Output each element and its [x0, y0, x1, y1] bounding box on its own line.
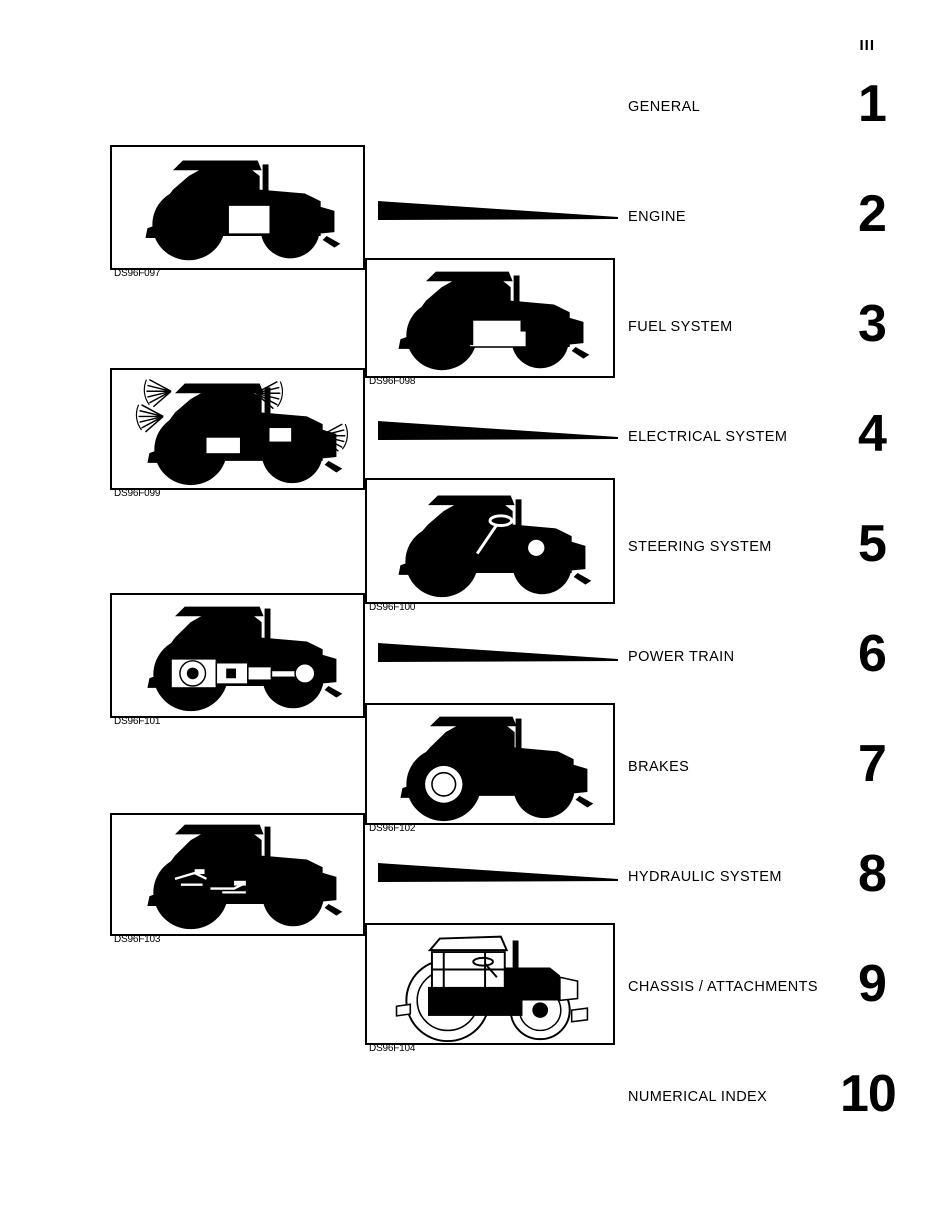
tractor-silhouette-brakes-art [367, 705, 613, 823]
tractor-silhouette-powertrain-art [112, 595, 363, 716]
section-number-electrical-system: 4 [858, 405, 887, 463]
illustration-box-electrical: DS96F099 [110, 368, 365, 499]
illustration-caption: DS96F100 [369, 602, 416, 613]
section-number-numerical-index: 10 [840, 1065, 897, 1123]
section-number-power-train: 6 [858, 625, 887, 683]
section-label-electrical-system: ELECTRICAL SYSTEM [628, 429, 788, 445]
section-number-hydraulic-system: 8 [858, 845, 887, 903]
illustration-box-brakes: DS96F102 [365, 703, 615, 834]
tractor-silhouette-steering-art [367, 480, 613, 602]
illustration-caption: DS96F104 [369, 1043, 416, 1054]
illustration-caption: DS96F098 [369, 376, 416, 387]
section-label-hydraulic-system: HYDRAULIC SYSTEM [628, 869, 782, 885]
pointer-wedge-hydraulic [378, 860, 618, 886]
section-number-fuel-system: 3 [858, 295, 887, 353]
section-number-steering-system: 5 [858, 515, 887, 573]
illustration-box-chassis: DS96F104 [365, 923, 615, 1054]
illustration-box-engine: DS96F097 [110, 145, 365, 279]
illustration-caption: DS96F097 [114, 268, 161, 279]
section-number-engine: 2 [858, 185, 887, 243]
illustration-box-fuel: DS96F098 [365, 258, 615, 387]
section-label-power-train: POWER TRAIN [628, 649, 735, 665]
illustration-caption: DS96F099 [114, 488, 161, 499]
section-number-general: 1 [858, 75, 887, 133]
illustration-box-steering: DS96F100 [365, 478, 615, 613]
page-number: III [859, 37, 875, 54]
section-label-general: GENERAL [628, 99, 701, 115]
tractor-silhouette-electrical-art [112, 370, 363, 488]
illustration-caption: DS96F103 [114, 934, 161, 945]
section-label-numerical-index: NUMERICAL INDEX [628, 1089, 768, 1105]
tractor-lineart-chassis-art [367, 925, 613, 1043]
illustration-caption: DS96F102 [369, 823, 416, 834]
pointer-wedge-engine [378, 198, 618, 224]
tractor-silhouette-engine-art [112, 147, 363, 268]
section-label-fuel-system: FUEL SYSTEM [628, 319, 733, 335]
pointer-wedge-powertrain [378, 640, 618, 666]
illustration-box-hydraulic: DS96F103 [110, 813, 365, 945]
section-label-engine: ENGINE [628, 209, 686, 225]
section-number-chassis-attachments: 9 [858, 955, 887, 1013]
section-label-brakes: BRAKES [628, 759, 690, 775]
pointer-wedge-electrical [378, 418, 618, 444]
section-label-chassis-attachments: CHASSIS / ATTACHMENTS [628, 979, 818, 995]
illustration-box-powertrain: DS96F101 [110, 593, 365, 727]
illustration-caption: DS96F101 [114, 716, 161, 727]
section-label-steering-system: STEERING SYSTEM [628, 539, 772, 555]
tractor-silhouette-fuel-art [367, 260, 613, 376]
section-number-brakes: 7 [858, 735, 887, 793]
tractor-silhouette-hydraulic-art [112, 815, 363, 934]
